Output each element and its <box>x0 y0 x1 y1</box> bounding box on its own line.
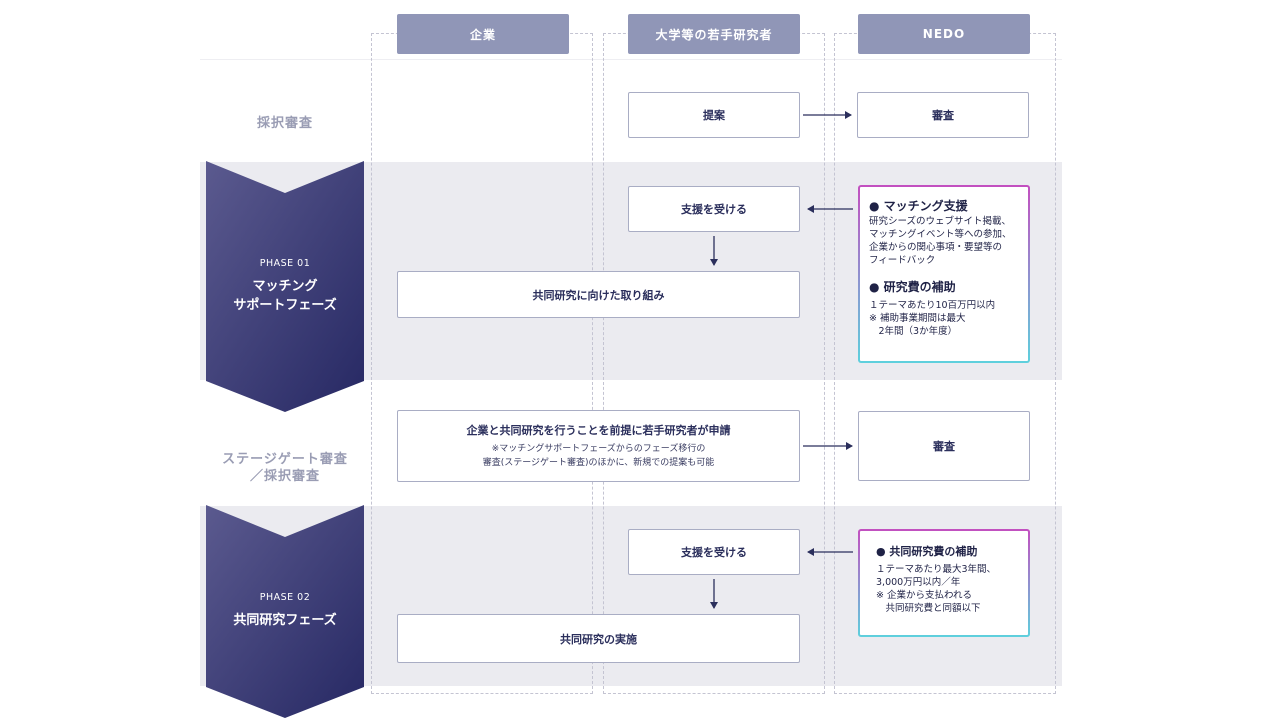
phase2-label: PHASE 02 共同研究フェーズ <box>206 592 364 630</box>
phase1-name-line2: サポートフェーズ <box>233 298 337 313</box>
research-funding-desc-3: 2年間（3か年度） <box>869 326 958 337</box>
joint-funding-desc-4: 共同研究費と同額以下 <box>876 603 981 614</box>
joint-funding-desc-3: ※ 企業から支払われる <box>876 590 973 601</box>
joint-research-effort-box: 共同研究に向けた取り組み <box>397 271 800 318</box>
phase1-label: PHASE 01 マッチング サポートフェーズ <box>206 258 364 315</box>
phase2-chevron <box>206 505 364 718</box>
application-note-2: 審査(ステージゲート審査)のほかに、新規での提案も可能 <box>482 458 715 468</box>
matching-support-desc-4: フィードバック <box>869 255 936 266</box>
application-note-1: ※マッチングサポートフェーズからのフェーズ移行の <box>491 444 706 454</box>
application-main-text: 企業と共同研究を行うことを前提に若手研究者が申請 <box>466 424 731 437</box>
researcher-column-header: 大学等の若手研究者 <box>628 14 800 54</box>
joint-funding-title: ● 共同研究費の補助 <box>876 545 978 558</box>
stage-gate-line1: ステージゲート審査 <box>222 452 348 467</box>
adoption-review-label: 採択審査 <box>220 115 350 132</box>
research-funding-title: ● 研究費の補助 <box>869 280 956 294</box>
review-box-2: 審査 <box>858 411 1030 481</box>
joint-research-execution-box: 共同研究の実施 <box>397 614 800 663</box>
phase1-number: PHASE 01 <box>259 258 311 269</box>
matching-support-box: ● マッチング支援 研究シーズのウェブサイト掲載、 マッチングイベント等への参加… <box>858 185 1030 363</box>
matching-support-desc-2: マッチングイベント等への参加、 <box>869 229 1012 240</box>
phase2-name: 共同研究フェーズ <box>233 613 337 628</box>
joint-research-funding-box: ● 共同研究費の補助 １テーマあたり最大3年間、 3,000万円以内／年 ※ 企… <box>858 529 1030 637</box>
company-column-header: 企業 <box>397 14 569 54</box>
receive-support-box-2: 支援を受ける <box>628 529 800 575</box>
review-box-1: 審査 <box>857 92 1029 138</box>
stage-gate-review-label: ステージゲート審査 ／採択審査 <box>210 451 360 485</box>
research-funding-desc-1: １テーマあたり10百万円以内 <box>869 300 996 311</box>
application-box: 企業と共同研究を行うことを前提に若手研究者が申請 ※マッチングサポートフェーズか… <box>397 410 800 482</box>
proposal-box: 提案 <box>628 92 800 138</box>
receive-support-box-1: 支援を受ける <box>628 186 800 232</box>
matching-support-title: ● マッチング支援 <box>869 199 968 213</box>
nedo-column-header: NEDO <box>858 14 1030 54</box>
header-divider <box>200 59 1062 60</box>
adoption-review-text: 採択審査 <box>256 116 313 131</box>
stage-gate-line2: ／採択審査 <box>249 469 320 484</box>
joint-funding-desc-1: １テーマあたり最大3年間、 <box>876 564 997 575</box>
joint-funding-desc-2: 3,000万円以内／年 <box>876 577 961 588</box>
research-funding-desc-2: ※ 補助事業期間は最大 <box>869 313 966 324</box>
matching-support-desc-1: 研究シーズのウェブサイト掲載、 <box>869 216 1012 227</box>
phase1-chevron <box>206 161 364 412</box>
phase2-number: PHASE 02 <box>259 592 311 603</box>
matching-support-desc-3: 企業からの関心事項・要望等の <box>869 242 1003 253</box>
phase1-name-line1: マッチング <box>252 279 318 294</box>
